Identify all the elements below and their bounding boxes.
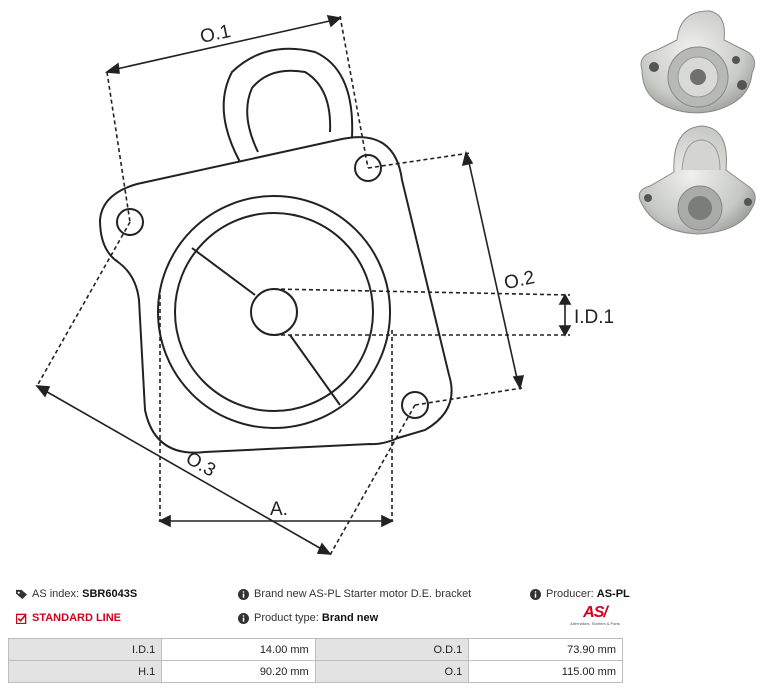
product-photo-front [640,10,756,114]
label-o2: O.2 [502,267,536,294]
top-loop [222,47,354,163]
info-icon [238,588,249,600]
bore [250,288,298,336]
hole-bottom-right [401,391,429,419]
info-icon [238,612,249,624]
as-pl-logo: AS/ Alternators, Starters & Parts [570,604,620,626]
product-photo-back [638,125,756,235]
spec-label: H.1 [7,660,163,683]
spec-label: O.D.1 [314,638,470,661]
spec-label: I.D.1 [7,638,163,661]
outer-ring [157,195,391,429]
product-type: Product type: Brand new [238,612,378,624]
producer: Producer: AS-PL [530,588,630,600]
checkbox-icon [16,613,27,624]
bracket-outline [98,136,453,454]
spec-value: 73.90 mm [468,638,623,661]
producer-value: AS-PL [596,588,630,600]
as-index-label: AS index: [32,588,80,600]
product-type-value: Brand new [321,612,379,624]
spec-value: 90.20 mm [161,660,316,683]
inner-ring [174,212,374,412]
technical-drawing: O.1 O.2 O.3 A. I.D.1 [35,14,614,556]
hole-top-right [354,154,382,182]
spec-value: 14.00 mm [161,638,316,661]
label-id1: I.D.1 [574,307,614,328]
info-icon [530,588,541,600]
product-type-label: Product type: [254,612,319,624]
description-text: Brand new AS-PL Starter motor D.E. brack… [254,588,472,600]
spec-label: O.1 [314,660,470,683]
standard-line-text: STANDARD LINE [32,612,122,624]
as-index: AS index: SBR6043S [16,588,137,600]
tag-icon [16,589,27,599]
producer-label: Producer: [546,588,594,600]
standard-line: STANDARD LINE [16,612,121,624]
spec-value: 115.00 mm [468,660,623,683]
as-index-value: SBR6043S [82,588,138,600]
label-a: A. [270,499,288,520]
hole-left [116,208,144,236]
description: Brand new AS-PL Starter motor D.E. brack… [238,588,471,600]
cutaway [191,247,341,406]
top-loop-inner [246,69,332,153]
